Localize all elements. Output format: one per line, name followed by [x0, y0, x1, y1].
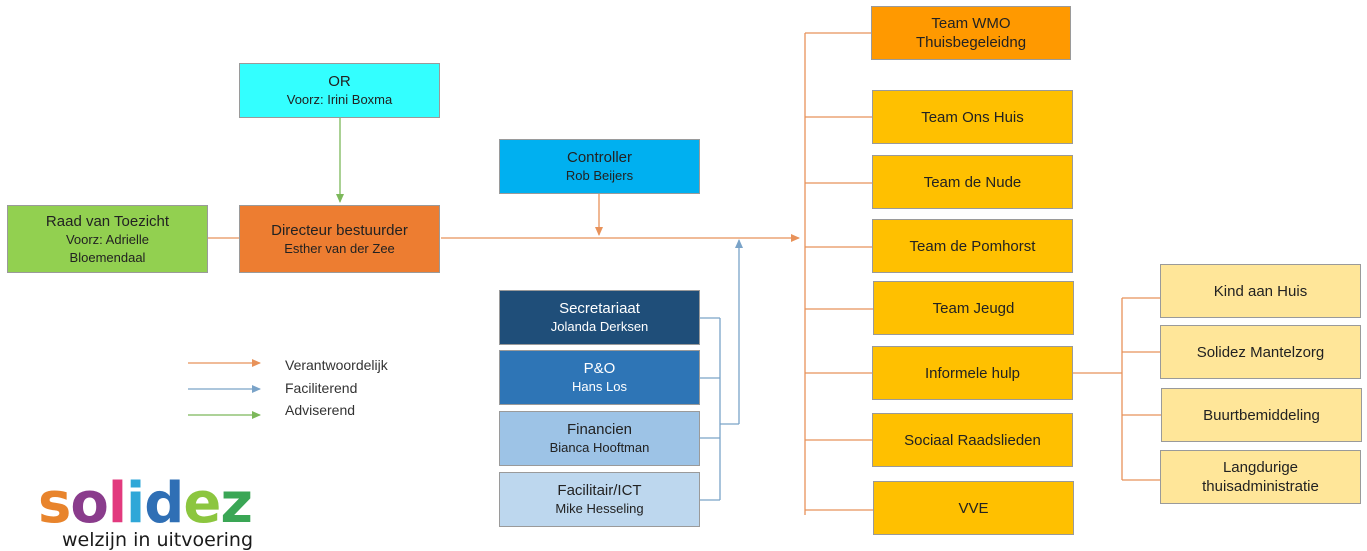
- logo-tagline: welzijn in uitvoering: [62, 529, 254, 551]
- financien-name: Bianca Hooftman: [549, 440, 650, 455]
- team-ons-huis-box: Team Ons Huis: [872, 90, 1073, 144]
- legend-adviserend-label: Adviserend: [285, 402, 356, 418]
- team-de-pomhorst-box: Team de Pomhorst: [872, 219, 1073, 273]
- team-jeugd-label: Team Jeugd: [932, 299, 1015, 317]
- solidez-mantelzorg-box: Solidez Mantelzorg: [1160, 325, 1361, 379]
- legend-verantwoordelijk-label: Verantwoordelijk: [285, 357, 388, 373]
- buurtbemiddeling-box: Buurtbemiddeling: [1161, 388, 1362, 442]
- logo-letter-e: e: [183, 471, 221, 536]
- logo-letter-o: o: [70, 471, 108, 536]
- financien-box: Financien Bianca Hooftman: [499, 411, 700, 466]
- raad-chair: Voorz: Adrielle: [65, 231, 150, 247]
- logo-letter-l: l: [107, 471, 127, 536]
- raad-chair-name: Bloemendaal: [69, 249, 146, 265]
- directeur-name: Esther van der Zee: [284, 240, 395, 256]
- directeur-title: Directeur bestuurder: [271, 221, 408, 239]
- informele-hulp-label: Informele hulp: [924, 364, 1021, 382]
- controller-box: Controller Rob Beijers: [499, 139, 700, 194]
- directeur-box: Directeur bestuurder Esther van der Zee: [239, 205, 440, 273]
- kind-aan-huis-box: Kind aan Huis: [1160, 264, 1361, 318]
- logo-letter-i: i: [126, 471, 145, 536]
- controller-title: Controller: [566, 149, 633, 166]
- secretariaat-name: Jolanda Derksen: [550, 319, 649, 334]
- solidez-mantelzorg-label: Solidez Mantelzorg: [1196, 343, 1325, 361]
- vve-box: VVE: [873, 481, 1074, 535]
- team-de-nude-label: Team de Nude: [923, 173, 1022, 191]
- informele-hulp-box: Informele hulp: [872, 346, 1073, 400]
- vve-label: VVE: [958, 499, 989, 517]
- logo-letter-d: d: [144, 471, 184, 536]
- logo-letter-s: s: [38, 471, 71, 536]
- team-ons-huis-label: Team Ons Huis: [921, 108, 1024, 126]
- team-wmo-sub: Thuisbegeleidng: [915, 34, 1027, 51]
- solidez-logo: solidez welzijn in uitvoering: [38, 476, 278, 551]
- facilitair-box: Facilitair/ICT Mike Hesseling: [499, 472, 700, 527]
- team-wmo-title: Team WMO: [931, 15, 1011, 32]
- po-title: P&O: [583, 360, 616, 377]
- raad-title: Raad van Toezicht: [45, 212, 170, 230]
- team-de-nude-box: Team de Nude: [872, 155, 1073, 209]
- langdurige-line2: thuisadministratie: [1202, 478, 1319, 495]
- legend-faciliterend-label: Faciliterend: [285, 380, 358, 396]
- raad-van-toezicht-box: Raad van Toezicht Voorz: Adrielle Bloeme…: [7, 205, 208, 273]
- langdurige-thuisadministratie-box: Langdurige thuisadministratie: [1160, 450, 1361, 504]
- informele-subtree: [1073, 297, 1161, 481]
- logo-letter-z: z: [220, 471, 253, 536]
- or-chair: Voorz: Irini Boxma: [286, 92, 393, 107]
- secretariaat-title: Secretariaat: [559, 300, 640, 317]
- or-title: OR: [328, 73, 351, 90]
- langdurige-line1: Langdurige: [1222, 459, 1299, 476]
- controller-name: Rob Beijers: [565, 168, 634, 183]
- financien-title: Financien: [566, 421, 633, 438]
- or-box: OR Voorz: Irini Boxma: [239, 63, 440, 118]
- team-jeugd-box: Team Jeugd: [873, 281, 1074, 335]
- logo-wordmark: solidez: [38, 476, 278, 532]
- sociaal-raadslieden-box: Sociaal Raadslieden: [872, 413, 1073, 467]
- po-name: Hans Los: [572, 379, 627, 394]
- teams-trunk: [804, 32, 873, 515]
- kind-aan-huis-label: Kind aan Huis: [1213, 282, 1308, 300]
- buurtbemiddeling-label: Buurtbemiddeling: [1203, 406, 1320, 424]
- support-bracket: [700, 239, 743, 501]
- team-de-pomhorst-label: Team de Pomhorst: [909, 237, 1036, 255]
- facilitair-title: Facilitair/ICT: [557, 482, 642, 499]
- secretariaat-box: Secretariaat Jolanda Derksen: [499, 290, 700, 345]
- po-box: P&O Hans Los: [499, 350, 700, 405]
- team-wmo-box: Team WMO Thuisbegeleidng: [871, 6, 1071, 60]
- sociaal-raadslieden-label: Sociaal Raadslieden: [904, 431, 1041, 449]
- facilitair-name: Mike Hesseling: [555, 501, 644, 516]
